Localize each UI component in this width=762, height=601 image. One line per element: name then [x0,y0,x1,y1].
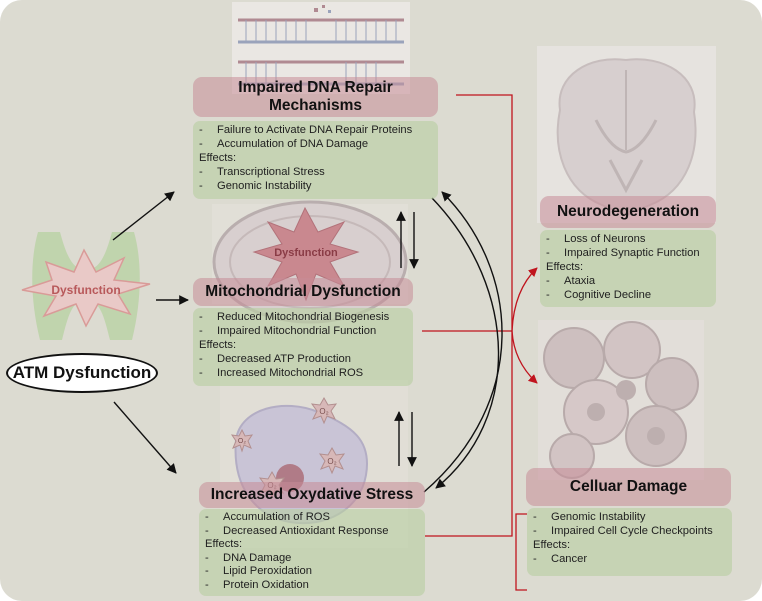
atm-dysfunction-node: ATM Dysfunction [6,353,158,393]
dna-repair-title-text: Impaired DNA Repair Mechanisms [238,79,393,114]
dna-cause-2: -Accumulation of DNA Damage [199,138,369,150]
connector-to-neuro [511,267,538,332]
dna-effect-1: -Transcriptional Stress [199,166,325,178]
neuro-title-text: Neurodegeneration [556,203,700,221]
connector-bracket-right [515,513,527,591]
arrow-atm-to-ox [113,401,177,474]
ros-label: O₂ [238,438,246,445]
atm-dysfunction-label: ATM Dysfunction [12,363,152,382]
neuro-cause-1: -Loss of Neurons [546,233,646,245]
dna-repair-details: -Failure to Activate DNA Repair Proteins… [193,121,438,199]
mito-cause-2: -Impaired Mitochondrial Function [199,325,377,337]
ox-effect-3: -Protein Oxidation [205,578,309,591]
neuro-cause-2: -Impaired Synaptic Function [546,247,700,259]
dna-effects-label: Effects: [199,152,237,164]
neuro-details: -Loss of Neurons -Impaired Synaptic Func… [540,230,716,307]
cell-damage-details: -Genomic Instability -Impaired Cell Cycl… [527,508,732,576]
chromosome-illustration [21,232,151,340]
arrow-dna-to-ox [431,197,500,489]
mito-burst-label: Dysfunction [274,247,338,259]
mito-title: Mitochondrial Dysfunction [193,278,413,306]
dna-repair-title: Impaired DNA Repair Mechanisms [193,77,438,117]
arrow-ox-to-dna [423,191,503,493]
neuro-effects-label: Effects: [546,261,584,273]
neuro-effect-2: -Cognitive Decline [546,289,652,301]
brain-illustration [537,46,716,223]
connector-to-cell [511,330,538,384]
dna-cause-1: -Failure to Activate DNA Repair Proteins [199,124,413,136]
black-arrows [112,191,503,493]
ox-effect-1: -DNA Damage [205,551,292,564]
mito-title-text: Mitochondrial Dysfunction [205,283,401,301]
cell-cause-1: -Genomic Instability [533,511,646,523]
connector-bracket-left [425,94,513,537]
ros-label: O₂ [319,407,328,416]
ox-effects-label: Effects: [205,538,243,551]
cell-cause-2: -Impaired Cell Cycle Checkpoints [533,525,713,537]
atm-burst-label: Dysfunction [51,283,120,297]
cell-effect-1: -Cancer [533,553,588,565]
ox-stress-title: Increased Oxydative Stress [199,482,425,508]
ox-effect-2: -Lipid Peroxidation [205,565,312,578]
neuro-title: Neurodegeneration [540,196,716,228]
dna-effect-2: -Genomic Instability [199,180,312,192]
neuro-effect-1: -Ataxia [546,275,596,287]
cancer-cells-illustration [538,320,704,480]
mito-effects-label: Effects: [199,339,237,351]
ox-cause-1: -Accumulation of ROS [205,511,330,523]
ox-stress-title-text: Increased Oxydative Stress [210,486,414,504]
cell-effects-label: Effects: [533,539,571,551]
cell-damage-title-text: Celluar Damage [569,478,688,496]
arrow-atm-to-dna [112,191,175,241]
mito-cause-1: -Reduced Mitochondrial Biogenesis [199,311,390,323]
mito-effect-2: -Increased Mitochondrial ROS [199,367,364,379]
mito-details: -Reduced Mitochondrial Biogenesis -Impai… [193,308,413,386]
ox-stress-details: -Accumulation of ROS -Decreased Antioxid… [199,509,425,596]
ros-label: O₂ [327,457,336,466]
mito-effect-1: -Decreased ATP Production [199,353,351,365]
ox-cause-2: -Decreased Antioxidant Response [205,524,389,537]
cell-damage-title: Celluar Damage [526,468,731,506]
